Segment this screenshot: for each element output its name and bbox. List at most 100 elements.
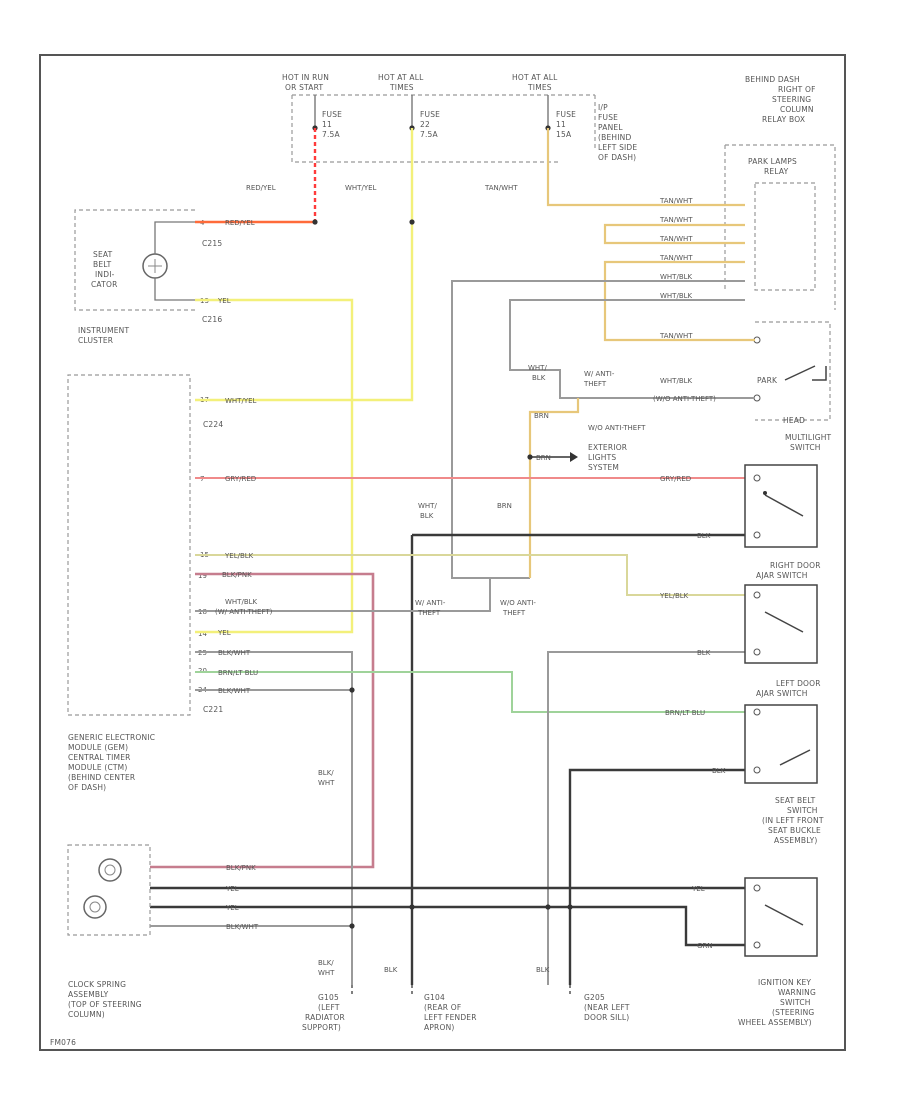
wire-brn-ltblu [195,671,745,713]
ip-fuse-l6: OF DASH) [598,153,636,162]
g205-l3: DOOR SILL) [584,1013,629,1022]
grounds: G105 (LEFT RADIATOR SUPPORT) G104 (REAR … [50,993,630,1047]
node-g105 [349,923,355,929]
cluster-l2: CLUSTER [78,336,113,345]
lbl-blk-wht: BLK/WHT [218,649,251,657]
g104-l4: APRON) [424,1023,455,1032]
gem-l6: OF DASH) [68,783,106,792]
g104-l1: G104 [424,993,445,1002]
lbl-gry-red-2: GRY/RED [660,475,691,483]
clock-coil-2-inner [89,901,101,913]
right-door-switch: RIGHT DOOR AJAR SWITCH [744,464,821,580]
ip-fuse-l5: LEFT SIDE [598,143,637,152]
lbl-blk-pnk-2: BLK/PNK [226,864,256,872]
lbl-wht-blk-v2: BLK [532,374,546,382]
clock-l4: COLUMN) [68,1010,105,1019]
clock-spring-outline [67,844,151,936]
diagram-frame [39,54,846,1051]
pin-14: 14 [198,630,207,638]
lbl-theft: THEFT [583,380,607,388]
ignition-term-2 [753,941,761,949]
right-door-l1: RIGHT DOOR [770,561,821,570]
c224-label: C224 [203,420,223,429]
gem-l3: CENTRAL TIMER [68,753,131,762]
lbl-wht-blk-g2: BLK [420,512,434,520]
gem-module: GENERIC ELECTRONIC MODULE (GEM) CENTRAL … [67,374,223,792]
lbl-tan-wht-2: TAN/WHT [659,216,693,224]
lbl-brn-2: BRN [536,454,551,462]
lbl-yel-3: YEL [225,885,239,893]
cluster-l1: INSTRUMENT [78,326,129,335]
node-g205-a [545,904,551,910]
lbl-blk-wht-v1: BLK/ [318,769,334,777]
fuse-a-num: 11 [322,120,332,129]
hot-run-start-l2: OR START [285,83,323,92]
left-door-contact [764,611,804,633]
lbl-wht-blk: WHT/BLK [660,273,693,281]
relay-loc-l3: STEERING [772,95,811,104]
lbl-yel-4: YEL [225,904,239,912]
node-wht-yel [409,219,415,225]
wire-blk-seat-belt [568,768,745,985]
ignition-l2: WARNING [778,988,816,997]
lbl-wht-blk-3b: (W/ ANTI-THEFT) [215,608,273,616]
lbl-yel-5: YEL [691,885,705,893]
seat-belt-l3: (IN LEFT FRONT [762,816,824,825]
instrument-cluster: SEAT BELT INDI- CATOR INSTRUMENT CLUSTER… [74,209,222,345]
ignition-l1: IGNITION KEY [758,978,811,987]
lbl-w-anti-2b: THEFT [417,609,441,617]
lbl-blk-wht-3: BLK/WHT [226,923,259,931]
multilight-l1: MULTILIGHT [785,433,832,442]
node-g104 [409,904,415,910]
lbl-w-anti-2a: W/ ANTI- [415,599,446,607]
ignition-key-switch: IGNITION KEY WARNING SWITCH (STEERING WH… [738,877,818,1027]
right-door-box [744,464,818,548]
fuse-b-num: 22 [420,120,430,129]
lbl-wht-blk-right: WHT/BLK [660,377,693,385]
ignition-l4: (STEERING [772,1008,814,1017]
fuse-a-amp: 7.5A [322,130,341,139]
lbl-blk-wht-v4: WHT [318,969,335,977]
node-g205-b [567,904,573,910]
lbl-gry-red: GRY/RED [225,475,256,483]
lbl-blk-2: BLK [697,649,711,657]
indicator-l3: INDI- [95,270,115,279]
wire-blk-pnk [150,572,375,869]
indicator-l2: BELT [93,260,112,269]
seat-belt-l2: SWITCH [787,806,818,815]
exterior-arrow-head [570,452,578,462]
node-blk-wht [349,687,355,693]
wire-yel-blk [195,554,745,596]
seat-belt-contact [779,749,811,766]
node-red-yel [312,219,318,225]
ext-lights-l3: SYSTEM [588,463,619,472]
seat-belt-term-2 [753,766,761,774]
lbl-red-yel: RED/YEL [225,219,255,227]
wires [150,128,755,995]
lbl-yel-2: YEL [217,629,231,637]
lbl-tan-wht-5: TAN/WHT [659,332,693,340]
wire-clock-red-2 [150,905,745,947]
lbl-wht-yel-top: WHT/YEL [345,184,377,192]
lbl-brn-ltblu: BRN/LT BLU [218,669,258,677]
ground-dashes [351,985,571,995]
fuse-c-name: FUSE [556,110,576,119]
ip-fuse-l1: I/P [598,103,608,112]
c216-label: C216 [202,315,222,324]
ignition-l5: WHEEL ASSEMBLY) [738,1018,812,1027]
lbl-tan-wht-1: TAN/WHT [659,197,693,205]
gem-l1: GENERIC ELECTRONIC [68,733,155,742]
multilight-outline [755,321,831,421]
ip-fuse-l2: FUSE [598,113,618,122]
seat-belt-term-1 [753,708,761,716]
gem-l4: MODULE (CTM) [68,763,127,772]
lbl-wo-anti-2a: W/O ANTI- [500,599,536,607]
lbl-tan-wht-top: TAN/WHT [484,184,518,192]
seat-belt-l4: SEAT BUCKLE [768,826,821,835]
ignition-term-1 [753,884,761,892]
right-door-l2: AJAR SWITCH [756,571,808,580]
fuse-links [314,95,549,128]
ignition-box [744,877,818,957]
left-door-box [744,584,818,664]
